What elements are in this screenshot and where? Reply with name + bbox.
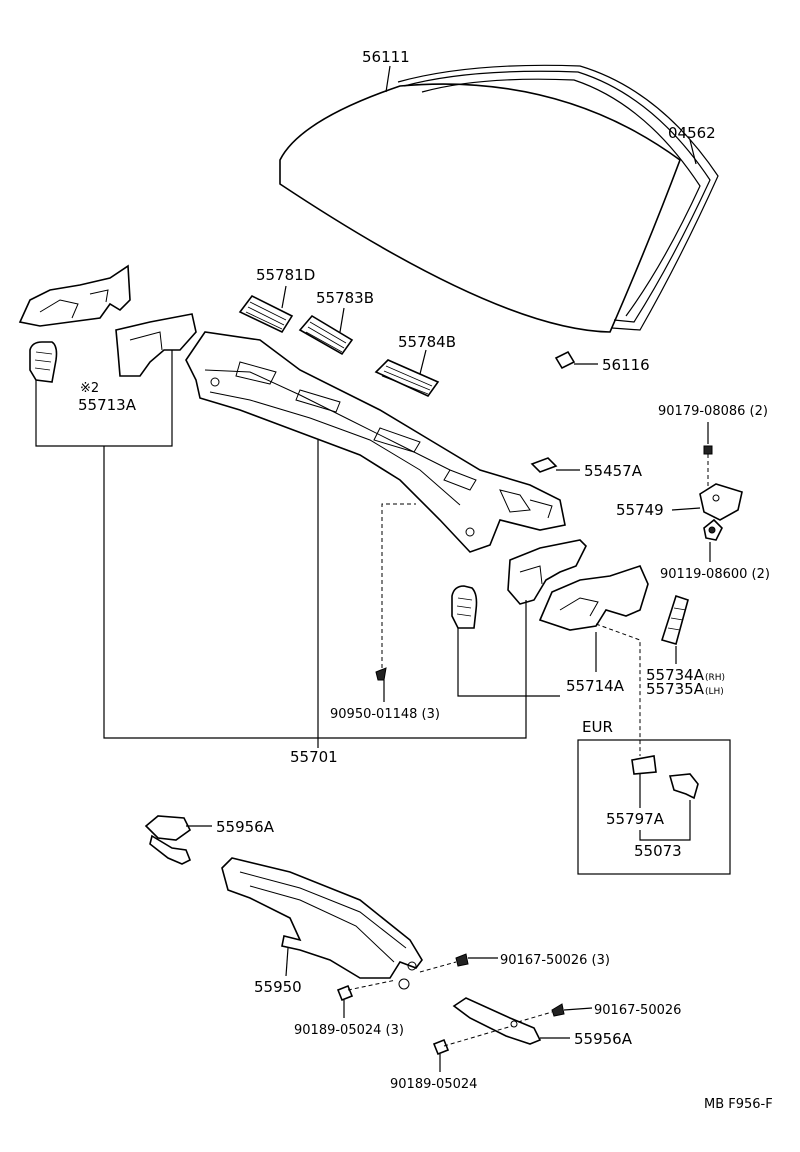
louver-55784b	[374, 359, 440, 398]
link-55956a-top	[144, 815, 192, 865]
label-55784b: 55784B	[398, 333, 456, 351]
label-90167-b: 90167-50026	[594, 1003, 681, 1018]
windshield-glass	[279, 83, 681, 333]
seal-strip	[660, 594, 689, 645]
label-90189-a: 90189-05024 (3)	[294, 1023, 404, 1038]
label-55797a: 55797A	[606, 810, 665, 828]
windshield-weatherstrip	[397, 64, 719, 331]
label-55950: 55950	[254, 978, 302, 996]
label-55701: 55701	[290, 748, 338, 766]
eur-box	[577, 623, 731, 875]
leader-lines	[35, 65, 711, 1072]
label-note-2: ※2	[80, 381, 99, 396]
link-55956a-bottom	[452, 997, 542, 1045]
bolt-90179	[703, 445, 713, 486]
nut-90189-b	[432, 1025, 513, 1056]
bracket-55749	[699, 483, 743, 521]
lower-cowl-55950	[221, 857, 423, 990]
label-55956a-bottom: 55956A	[574, 1030, 633, 1048]
bolt-90167-b	[517, 1003, 565, 1023]
grille-right	[451, 585, 478, 629]
side-bracket-right-lower	[538, 565, 649, 631]
louver-55781d	[238, 294, 294, 334]
label-90189-b: 90189-05024	[390, 1077, 477, 1092]
screw-90950	[375, 503, 416, 681]
label-eur: EUR	[582, 718, 613, 736]
label-55749: 55749	[616, 501, 664, 519]
louver-55783b	[298, 314, 354, 356]
side-bracket-left-upper	[18, 264, 131, 327]
clip-56116	[554, 350, 576, 370]
label-55735a: 55735A(LH)	[646, 680, 724, 698]
label-55714a: 55714A	[566, 677, 625, 695]
label-55073: 55073	[634, 842, 682, 860]
label-90119: 90119-08600 (2)	[660, 567, 770, 582]
label-90179: 90179-08086 (2)	[658, 404, 768, 419]
label-04562: 04562	[668, 124, 716, 142]
label-55783b: 55783B	[316, 289, 374, 307]
label-55734a: 55734A(RH)	[646, 666, 725, 684]
label-55956a-top: 55956A	[216, 818, 275, 836]
cowl-panel-55701	[185, 331, 566, 553]
nut-90119	[703, 518, 723, 541]
label-56111: 56111	[362, 48, 410, 66]
label-55713a: 55713A	[78, 396, 137, 414]
clip-55457a	[530, 457, 558, 473]
label-55781d: 55781D	[256, 266, 315, 284]
label-56116: 56116	[602, 356, 650, 374]
nut-90189-a	[336, 979, 397, 1002]
side-bracket-right-upper	[507, 539, 587, 605]
grille-left	[29, 341, 58, 383]
side-bracket-left-lower	[115, 313, 197, 377]
label-90950: 90950-01148 (3)	[330, 707, 440, 722]
label-90167-a: 90167-50026 (3)	[500, 953, 610, 968]
callout-labels: 56111 04562 55781D 55783B 55784B 56116 9…	[78, 48, 773, 1112]
bolt-90167-a	[419, 953, 469, 973]
figure-code: MB F956-F	[704, 1097, 773, 1112]
label-55457a: 55457A	[584, 462, 643, 480]
